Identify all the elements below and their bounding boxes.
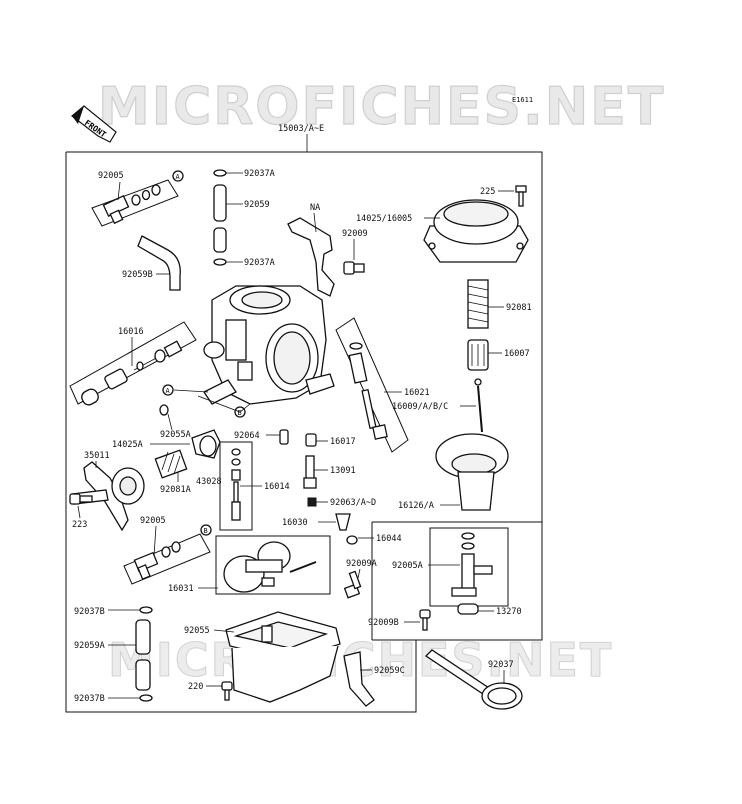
part-92081A-spring xyxy=(154,449,188,479)
label-92005-mid: 92005 xyxy=(140,516,166,526)
part-225-screw xyxy=(515,185,527,207)
callout-b-mid: B xyxy=(238,409,242,417)
part-16031-float xyxy=(223,541,317,593)
group-16014 xyxy=(219,441,253,531)
label-16009: 16009/A/B/C xyxy=(392,402,448,412)
label-43028: 43028 xyxy=(196,477,222,487)
label-92009A: 92009A xyxy=(346,559,377,569)
part-NA-bracket xyxy=(287,217,335,297)
part-92059C-hose xyxy=(343,651,375,707)
label-14025A: 14025A xyxy=(112,440,143,450)
part-16021-jet-needle xyxy=(348,342,388,440)
label-14025-16005: 14025/16005 xyxy=(356,214,412,224)
part-92009A-screw xyxy=(343,570,362,599)
watermark-top: MICROFICHES.NET xyxy=(98,77,665,137)
part-14025-top-cover xyxy=(423,199,529,263)
label-220: 220 xyxy=(188,682,203,692)
label-35011: 35011 xyxy=(84,451,110,461)
part-16014-plunger xyxy=(231,448,241,521)
label-92081A: 92081A xyxy=(160,485,191,495)
part-13270 xyxy=(457,603,479,615)
part-carburetor-body xyxy=(203,285,335,405)
label-13091: 13091 xyxy=(330,466,356,476)
label-92063: 92063/A~D xyxy=(330,498,376,508)
label-13270: 13270 xyxy=(496,607,522,617)
label-92037B-top: 92037B xyxy=(74,607,105,617)
part-92005A-fitting xyxy=(451,532,493,597)
group-92005A xyxy=(429,527,509,607)
label-16126: 16126/A xyxy=(398,501,434,511)
label-92005-top: 92005 xyxy=(98,171,124,181)
part-92064 xyxy=(279,429,289,445)
label-92037B-bottom: 92037B xyxy=(74,694,105,704)
label-92059: 92059 xyxy=(244,200,270,210)
label-16044: 16044 xyxy=(376,534,402,544)
part-16016-air-screw xyxy=(81,340,183,406)
group-16021 xyxy=(335,317,409,453)
part-16030 xyxy=(335,513,351,531)
label-NA: NA xyxy=(310,203,320,213)
part-16017 xyxy=(305,433,317,447)
part-223-screw xyxy=(69,493,93,505)
label-92059C: 92059C xyxy=(374,666,405,676)
part-16009-needle xyxy=(474,378,483,433)
label-16007: 16007 xyxy=(504,349,530,359)
part-16126-diaphragm xyxy=(435,433,509,511)
label-225: 225 xyxy=(480,187,495,197)
callout-a-top: A xyxy=(176,173,181,181)
part-92059B-hose xyxy=(137,235,181,291)
part-92059A-tube xyxy=(135,619,151,691)
assembly-number: 15003/A~E xyxy=(278,124,324,134)
part-16007-slide xyxy=(467,339,489,371)
part-92009B-screw xyxy=(419,609,431,631)
label-16030: 16030 xyxy=(282,518,308,528)
diagram-code: E1611 xyxy=(512,96,533,104)
part-92009-screw xyxy=(343,261,365,275)
part-92063 xyxy=(307,497,317,507)
part-16044 xyxy=(346,535,358,545)
label-92081: 92081 xyxy=(506,303,532,313)
label-92037: 92037 xyxy=(488,660,514,670)
label-16021: 16021 xyxy=(404,388,430,398)
part-13091 xyxy=(303,455,317,489)
label-16017: 16017 xyxy=(330,437,356,447)
label-92055A: 92055A xyxy=(160,430,191,440)
label-92005A: 92005A xyxy=(392,561,423,571)
part-float-bowl xyxy=(225,611,341,703)
label-92037A-mid: 92037A xyxy=(244,258,275,268)
part-92005-mid xyxy=(133,541,181,580)
part-92037B-bottom xyxy=(139,694,153,702)
label-92064: 92064 xyxy=(234,431,260,441)
part-92055A-oring xyxy=(159,404,169,416)
part-92005-top xyxy=(91,179,179,227)
part-14025A-cover xyxy=(191,429,221,459)
label-16031: 16031 xyxy=(168,584,194,594)
label-92059B: 92059B xyxy=(122,270,153,280)
callout-b-bottom: B xyxy=(204,527,208,535)
part-92059-tube xyxy=(213,184,227,253)
part-92037B-top xyxy=(139,606,153,614)
group-16016 xyxy=(69,321,197,405)
label-223: 223 xyxy=(72,520,87,530)
group-16031 xyxy=(215,535,331,595)
label-16014: 16014 xyxy=(264,482,290,492)
part-92037-strap xyxy=(424,649,523,710)
callout-a-mid: A xyxy=(166,387,171,395)
label-16016: 16016 xyxy=(118,327,144,337)
label-92059A: 92059A xyxy=(74,641,105,651)
label-92055: 92055 xyxy=(184,626,210,636)
part-92037A-top xyxy=(213,169,227,177)
part-92081-spring xyxy=(467,279,489,329)
label-92009: 92009 xyxy=(342,229,368,239)
label-92009B: 92009B xyxy=(368,618,399,628)
part-92037A-mid xyxy=(213,258,227,266)
label-92037A-top: 92037A xyxy=(244,169,275,179)
part-220-screw xyxy=(221,681,233,701)
